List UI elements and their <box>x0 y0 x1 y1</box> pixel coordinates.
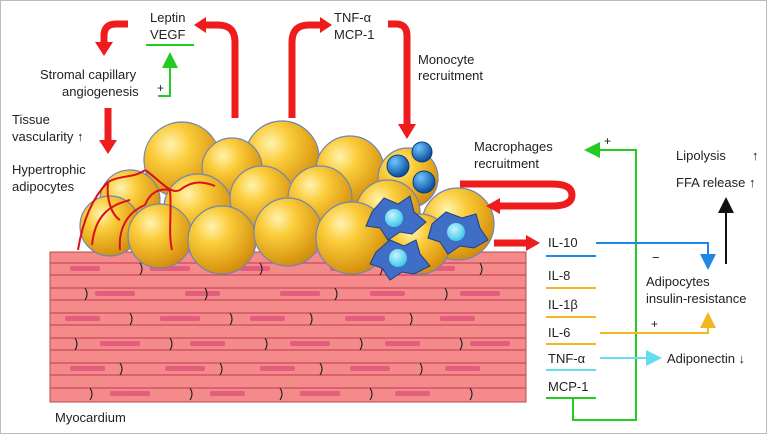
vessel-network <box>77 169 216 251</box>
adiponectin-label: Adiponectin ↓ <box>667 351 746 366</box>
monocyte-label-line2: recruitment <box>418 68 484 83</box>
cytokine-il6-underline <box>546 343 596 345</box>
cytokine-il8-underline <box>546 287 596 289</box>
mcp1-top-label: MCP-1 <box>334 27 375 42</box>
cytokine-il1b-underline <box>546 316 596 318</box>
macrophages-label-line1: Macrophages <box>474 139 553 154</box>
lipolysis-label: Lipolysis <box>676 148 726 163</box>
hypertrophic-label-line2: adipocytes <box>12 179 75 194</box>
adipocytes-label-line1: Adipocytes <box>646 274 710 289</box>
cytokine-mcp1: MCP-1 <box>548 379 589 394</box>
cytokine-il10: IL-10 <box>548 235 578 250</box>
ffa-release-label: FFA release ↑ <box>676 175 756 190</box>
red-arrowheads <box>95 17 540 251</box>
myocardium-label: Myocardium <box>55 410 126 425</box>
il6-arrow <box>600 312 716 334</box>
stromal-label-line2: angiogenesis <box>62 84 139 99</box>
monocyte-group <box>386 141 436 194</box>
hypertrophic-label-line1: Hypertrophic <box>12 162 86 177</box>
adipocytes-label-line2: insulin-resistance <box>646 291 747 306</box>
tissue-label-line2: vascularity ↑ <box>12 129 84 144</box>
mcp1-feedback-arrow <box>572 142 637 421</box>
red-arrows <box>100 20 576 247</box>
cytokine-il1b: IL-1β <box>548 297 578 312</box>
vegf-plus-sign: + <box>157 81 165 95</box>
macrophages-label-line2: recruitment <box>474 156 540 171</box>
tissue-label-line1: Tissue <box>12 112 50 127</box>
tnf-alpha-top-label: TNF-α <box>334 10 372 25</box>
cytokine-mcp1-underline <box>546 397 596 399</box>
lipolysis-up-arrow: ↑ <box>752 148 759 163</box>
il6-plus-sign: + <box>651 317 659 331</box>
stromal-label-line1: Stromal capillary <box>40 67 137 82</box>
cytokine-tnf-alpha-underline <box>546 369 596 371</box>
cytokine-il10-underline <box>546 255 596 257</box>
vegf-feedback-arrow <box>158 52 178 97</box>
mcp1-plus-sign: + <box>604 134 612 148</box>
il10-inhibit-arrow <box>596 242 716 270</box>
macrophage-group <box>365 195 489 281</box>
il10-minus-sign: − <box>652 250 660 265</box>
vegf-label: VEGF <box>150 27 186 42</box>
cytokine-il6: IL-6 <box>548 325 571 340</box>
cytokine-tnf-alpha: TNF-α <box>548 351 586 366</box>
cytokine-il8: IL-8 <box>548 268 571 283</box>
monocyte-label-line1: Monocyte <box>418 52 475 67</box>
leptin-label: Leptin <box>150 10 186 25</box>
adipocyte-cluster <box>79 120 495 275</box>
myocardium-block <box>49 251 527 403</box>
